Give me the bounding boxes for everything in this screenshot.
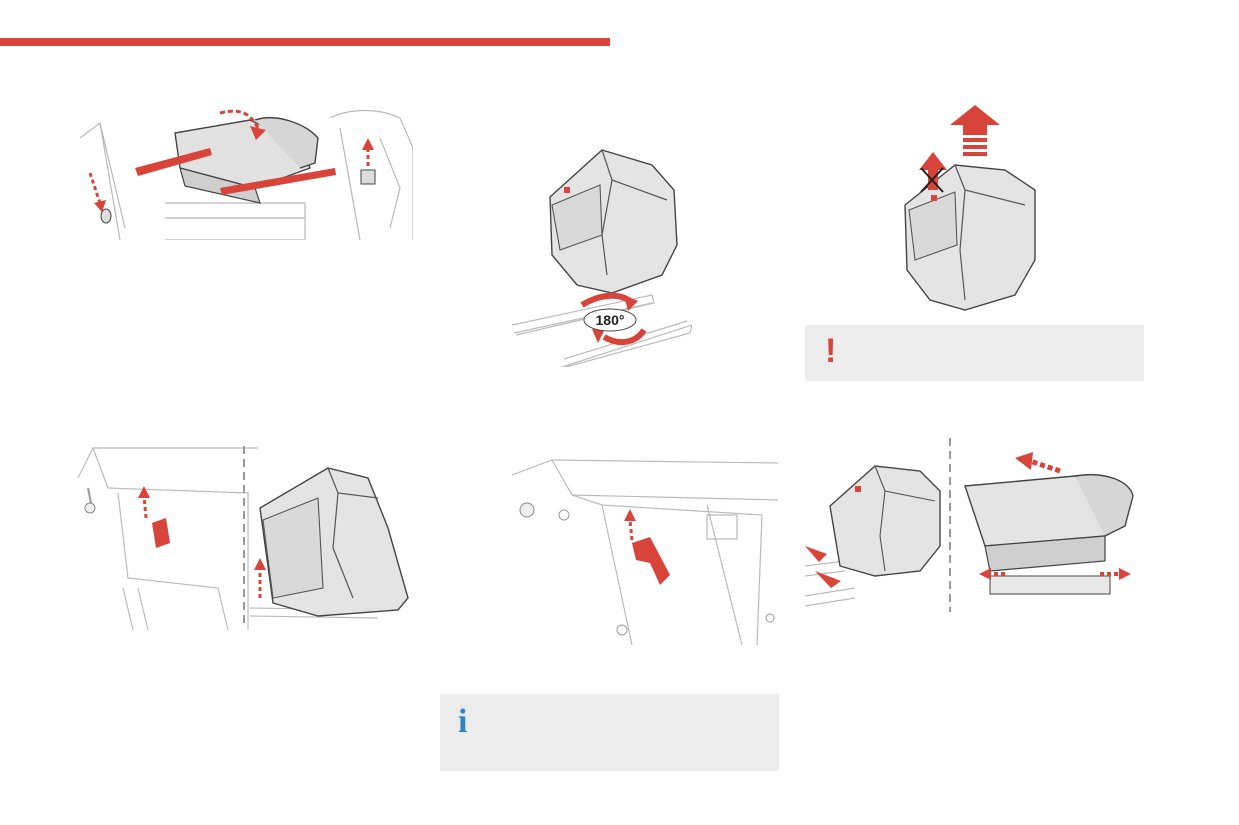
info-notice: i	[440, 694, 779, 771]
figure-seat-rotate: 180°	[512, 145, 692, 367]
rotation-label: 180°	[596, 312, 625, 328]
exclamation-icon: !	[825, 332, 837, 370]
figure-seat-unlock	[80, 108, 413, 240]
figure-seat-reposition	[805, 436, 1137, 614]
figure-rail-lever-folded-seat	[78, 438, 413, 630]
figure-rail-lever	[512, 455, 778, 645]
warning-notice: !	[805, 325, 1144, 381]
figure-seat-lift	[895, 100, 1040, 312]
info-icon: i	[458, 703, 468, 740]
header-accent-bar	[0, 38, 610, 46]
